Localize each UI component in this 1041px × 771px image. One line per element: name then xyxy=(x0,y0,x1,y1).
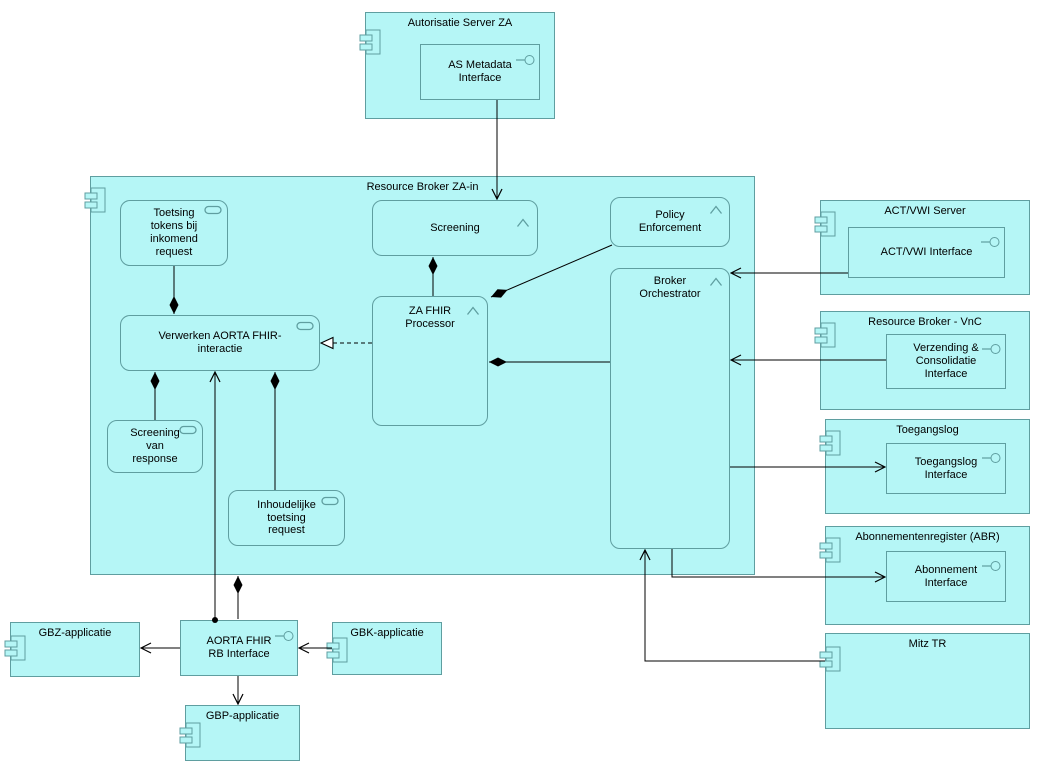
process-label: Policy Enforcement xyxy=(638,209,702,234)
process-chevron-icon xyxy=(516,218,530,227)
component-title: GBK-applicatie xyxy=(350,627,424,639)
service-verwerken-aorta-fhir-interactie[interactable]: Verwerken AORTA FHIR- interactie xyxy=(120,315,320,371)
interface-lollipop-icon xyxy=(516,55,535,65)
service-label: Verwerken AORTA FHIR- interactie xyxy=(158,330,282,355)
process-za-fhir-processor[interactable]: ZA FHIR Processor xyxy=(372,296,488,426)
component-mitz-tr[interactable]: Mitz TR xyxy=(819,633,1030,729)
process-chevron-icon xyxy=(709,205,723,214)
interface-verzending-consolidatie[interactable]: Verzending & Consolidatie Interface xyxy=(886,334,1006,389)
component-title: GBZ-applicatie xyxy=(38,627,112,639)
interface-label: AS Metadata Interface xyxy=(448,59,512,84)
component-icon xyxy=(84,187,106,213)
interface-label: Verzending & Consolidatie Interface xyxy=(913,342,979,380)
service-label: Screening van response xyxy=(130,427,180,465)
service-oval-icon xyxy=(179,425,197,435)
interface-aorta-fhir-rb[interactable]: AORTA FHIR RB Interface xyxy=(180,620,298,676)
component-title: Abonnementenregister (ABR) xyxy=(855,531,1000,543)
interface-lollipop-icon xyxy=(982,453,1001,463)
component-icon xyxy=(814,211,836,237)
service-inhoudelijke-toetsing-request[interactable]: Inhoudelijke toetsing request xyxy=(228,490,345,546)
interface-lollipop-icon xyxy=(982,344,1001,354)
process-policy-enforcement[interactable]: Policy Enforcement xyxy=(610,197,730,247)
component-gbz-applicatie[interactable]: GBZ-applicatie xyxy=(4,622,140,677)
component-title: Autorisatie Server ZA xyxy=(407,17,513,29)
interface-label: AORTA FHIR RB Interface xyxy=(206,635,272,660)
component-title: Resource Broker - VnC xyxy=(868,316,982,328)
service-toetsing-tokens[interactable]: Toetsing tokens bij inkomend request xyxy=(120,200,228,266)
interface-lollipop-icon xyxy=(275,631,294,641)
component-title: GBP-applicatie xyxy=(205,710,280,722)
component-icon xyxy=(4,635,26,661)
component-gbk-applicatie[interactable]: GBK-applicatie xyxy=(326,622,442,675)
service-oval-icon xyxy=(204,205,222,215)
component-icon xyxy=(359,29,381,55)
interface-label: Toegangslog Interface xyxy=(914,455,978,481)
component-title: Toegangslog xyxy=(896,424,959,436)
service-label: Toetsing tokens bij inkomend request xyxy=(150,207,198,258)
process-label: ZA FHIR Processor xyxy=(405,305,455,330)
service-oval-icon xyxy=(321,496,339,506)
component-title: ACT/VWI Server xyxy=(884,205,966,217)
interface-label: ACT/VWI Interface xyxy=(880,246,973,259)
component-icon xyxy=(819,430,841,456)
component-title: Mitz TR xyxy=(908,638,947,650)
process-label: Screening xyxy=(430,221,480,234)
service-screening-van-response[interactable]: Screening van response xyxy=(107,420,203,473)
component-icon xyxy=(819,646,841,672)
interface-label: Abonnement Interface xyxy=(914,563,978,589)
component-title: Resource Broker ZA-in xyxy=(366,181,479,193)
interface-lollipop-icon xyxy=(981,237,1000,247)
component-icon xyxy=(179,722,201,748)
interface-as-metadata[interactable]: AS Metadata Interface xyxy=(420,44,540,100)
component-icon xyxy=(819,537,841,563)
component-icon xyxy=(326,637,348,663)
service-oval-icon xyxy=(296,321,314,331)
process-broker-orchestrator[interactable]: Broker Orchestrator xyxy=(610,268,730,549)
interface-lollipop-icon xyxy=(982,561,1001,571)
process-chevron-icon xyxy=(466,306,480,315)
interface-abonnement[interactable]: Abonnement Interface xyxy=(886,551,1006,602)
interface-toegangslog[interactable]: Toegangslog Interface xyxy=(886,443,1006,494)
process-label: Broker Orchestrator xyxy=(639,275,701,300)
interface-act-vwi[interactable]: ACT/VWI Interface xyxy=(848,227,1005,278)
process-screening[interactable]: Screening xyxy=(372,200,538,256)
component-icon xyxy=(814,322,836,348)
process-chevron-icon xyxy=(709,277,723,286)
component-gbp-applicatie[interactable]: GBP-applicatie xyxy=(179,705,300,761)
service-label: Inhoudelijke toetsing request xyxy=(257,498,316,537)
